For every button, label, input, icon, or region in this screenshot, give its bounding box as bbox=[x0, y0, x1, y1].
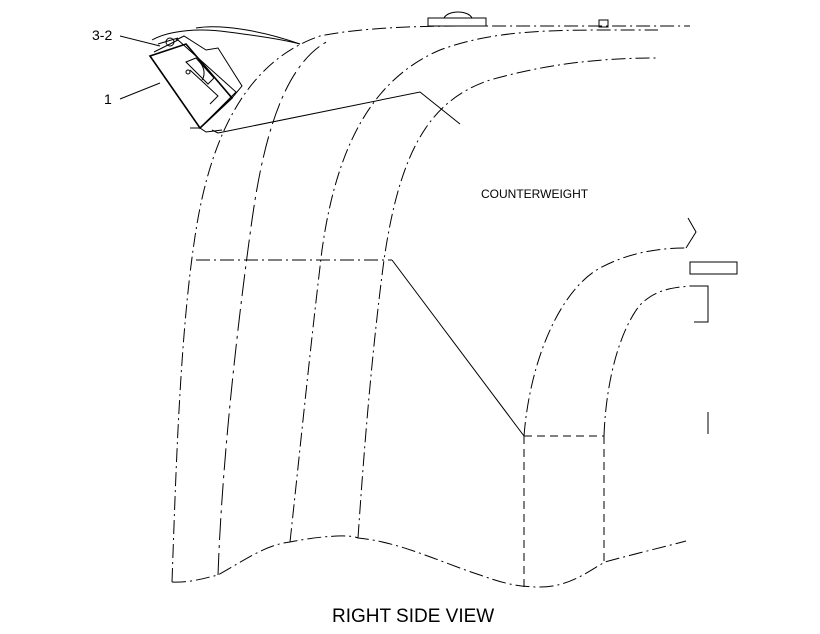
callout-1: 1 bbox=[104, 91, 112, 107]
leader-3-2 bbox=[119, 35, 161, 47]
callout-3-2: 3-2 bbox=[92, 27, 112, 43]
leader-1 bbox=[119, 82, 161, 100]
lamp-assembly bbox=[148, 26, 301, 133]
counterweight-label: COUNTERWEIGHT bbox=[481, 187, 589, 201]
section-lines bbox=[196, 91, 525, 437]
leader-lines bbox=[119, 35, 161, 100]
view-title: RIGHT SIDE VIEW bbox=[332, 606, 494, 627]
rear-opening bbox=[523, 217, 738, 587]
counterweight-outline bbox=[171, 25, 690, 588]
top-details bbox=[427, 11, 609, 28]
